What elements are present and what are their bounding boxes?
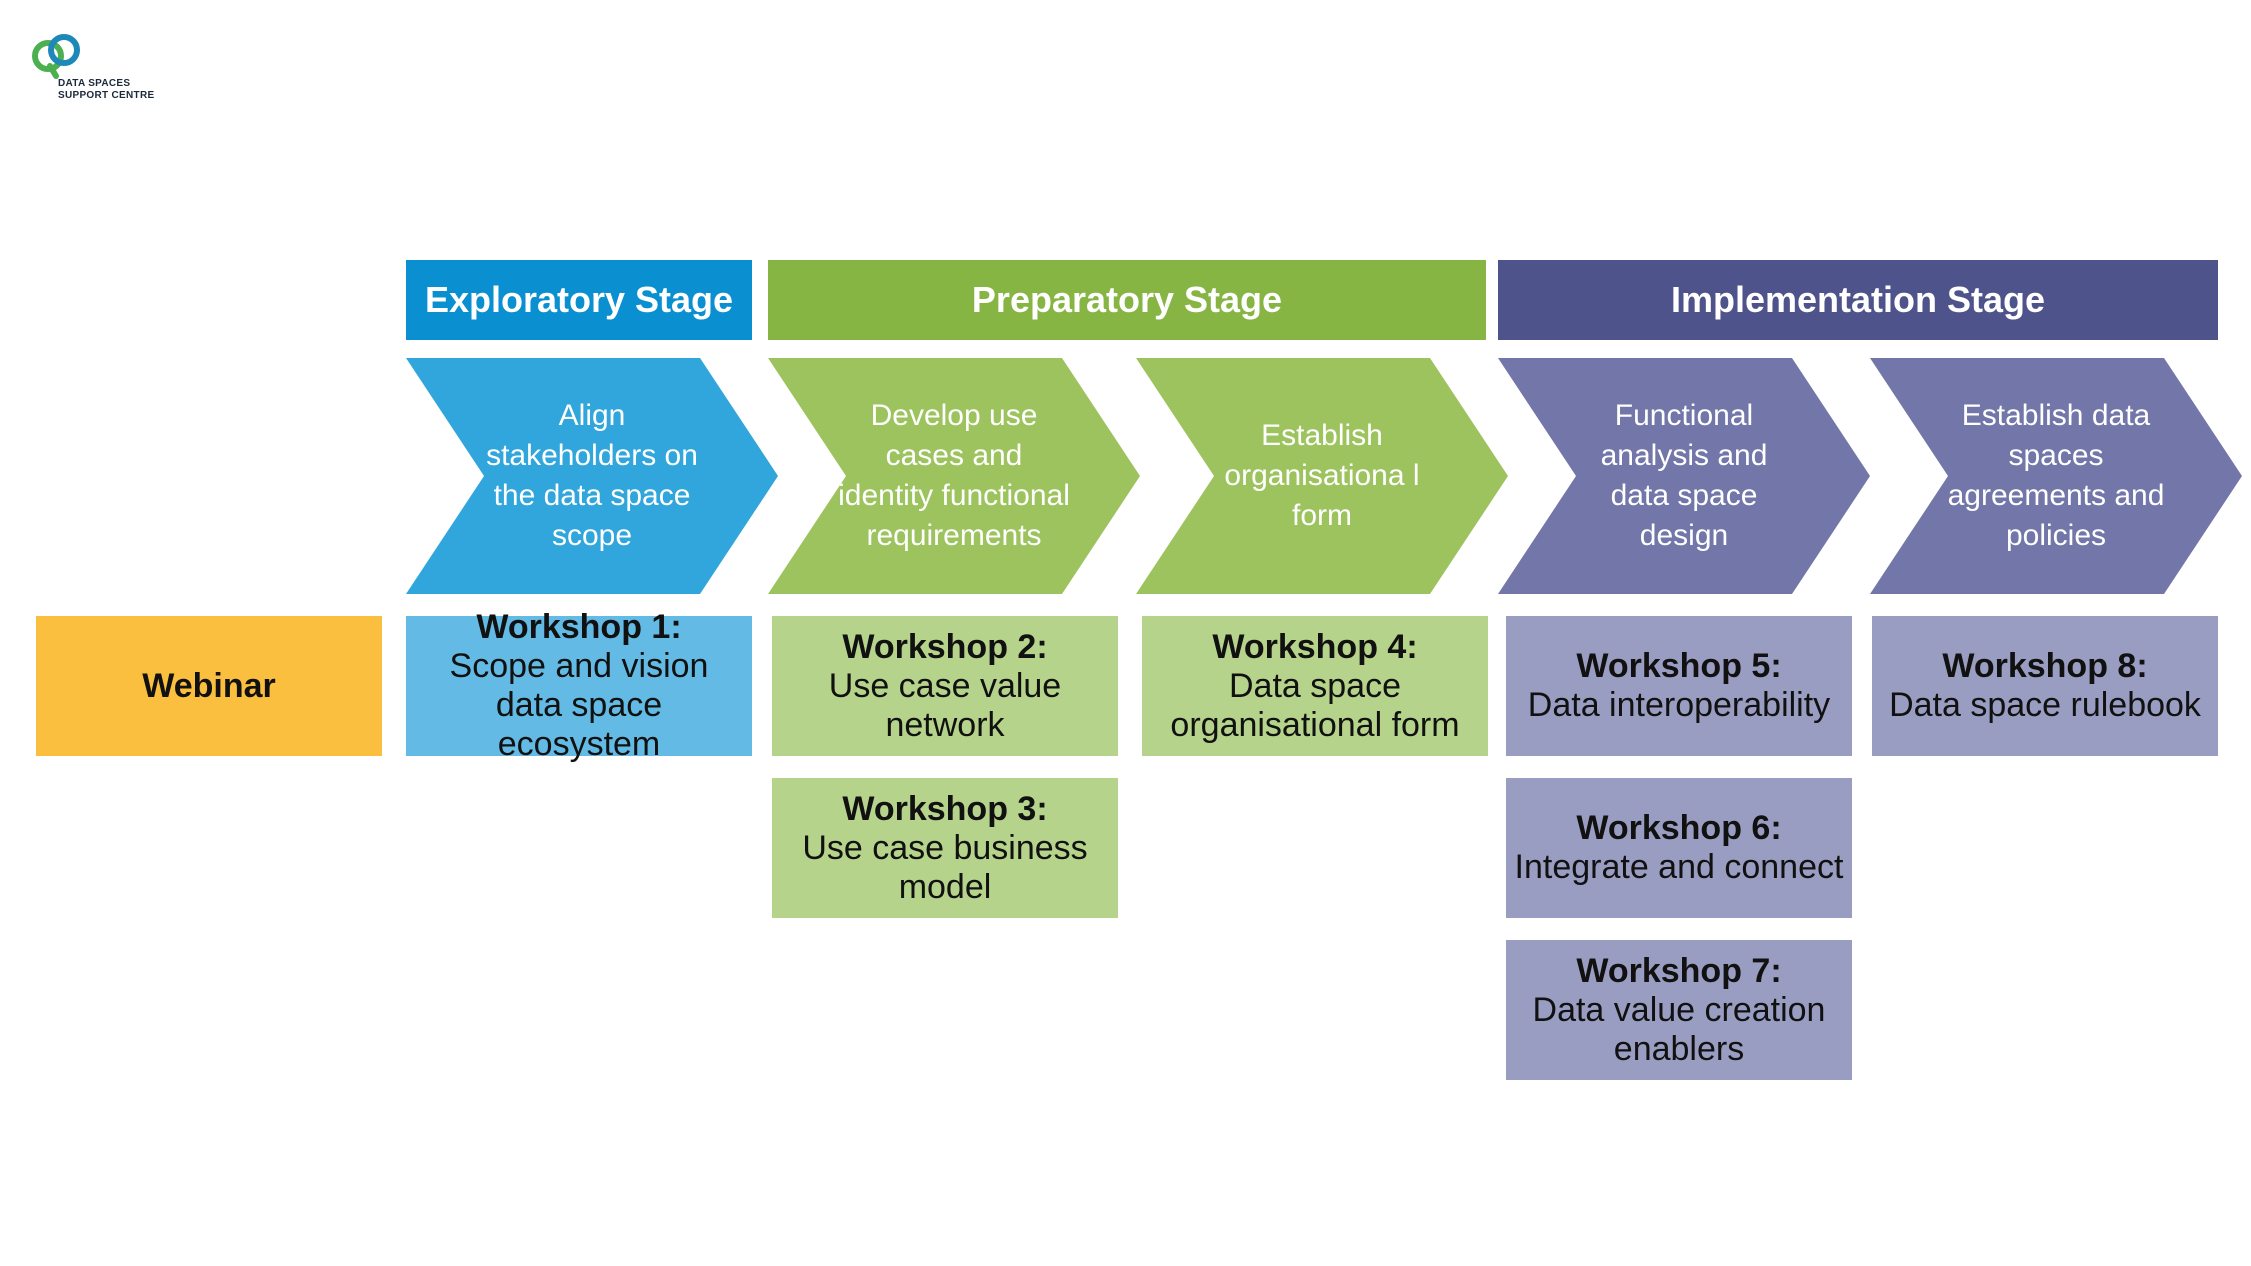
- workshop-5-title: Workshop 5:: [1576, 647, 1782, 685]
- step-label-4: Functional analysis and data space desig…: [1600, 399, 1768, 552]
- logo-line-2: SUPPORT CENTRE: [58, 90, 155, 101]
- workshop-5-desc: Data interoperability: [1527, 686, 1831, 724]
- workshop-6-title: Workshop 6:: [1576, 809, 1782, 847]
- workshop-5-box: Workshop 5: Data interoperability: [1506, 616, 1852, 756]
- chevron-shape: [406, 358, 778, 594]
- logo: DATA SPACES SUPPORT CENTRE: [30, 30, 170, 110]
- workshop-8-title: Workshop 8:: [1942, 647, 2148, 685]
- step-label-2: Develop use cases and identity functiona…: [838, 399, 1070, 552]
- workshop-2-title: Workshop 2:: [842, 627, 1048, 666]
- webinar-box: Webinar: [36, 616, 382, 756]
- workshop-1-box: Workshop 1: Scope and vision data space …: [406, 608, 752, 763]
- workshop-3-title: Workshop 3:: [842, 789, 1048, 828]
- workshop-4-box: Workshop 4: Data space organisational fo…: [1142, 616, 1488, 756]
- stage-header-implementation-label: Implementation Stage: [1670, 279, 2046, 320]
- workshop-7-desc: Data value creation enablers: [1532, 990, 1826, 1068]
- step-chevron-2: Develop use cases and identity functiona…: [768, 358, 1140, 594]
- workshop-1-title: Workshop 1:: [476, 608, 682, 646]
- workshop-7-title: Workshop 7:: [1576, 951, 1782, 990]
- logo-line-1: DATA SPACES: [58, 78, 131, 89]
- workshop-3-box: Workshop 3: Use case business model: [772, 778, 1118, 918]
- step-chevron-5: Establish data spaces agreements and pol…: [1870, 358, 2242, 594]
- stage-header-exploratory: Exploratory Stage: [406, 260, 752, 340]
- step-label-1: Align stakeholders on the data space sco…: [486, 399, 698, 552]
- stage-header-preparatory: Preparatory Stage: [768, 260, 1486, 340]
- workshop-6-box: Workshop 6: Integrate and connect: [1506, 778, 1852, 918]
- chevron-shape: [1870, 358, 2242, 594]
- step-label-5: Establish data spaces agreements and pol…: [1947, 399, 2165, 552]
- stage-header-exploratory-label: Exploratory Stage: [424, 279, 734, 320]
- webinar-label: Webinar: [142, 666, 276, 705]
- workshop-8-box: Workshop 8: Data space rulebook: [1872, 616, 2218, 756]
- workshop-4-title: Workshop 4:: [1212, 627, 1418, 666]
- step-chevron-1: Align stakeholders on the data space sco…: [406, 358, 778, 594]
- workshop-2-desc: Use case value network: [828, 666, 1062, 744]
- workshop-8-desc: Data space rulebook: [1889, 686, 2201, 724]
- workshop-6-desc: Integrate and connect: [1514, 848, 1844, 886]
- workshop-4-desc: Data space organisational form: [1170, 666, 1460, 744]
- stage-header-preparatory-label: Preparatory Stage: [971, 279, 1283, 320]
- chevron-shape: [1136, 358, 1508, 594]
- logo-text: DATA SPACES SUPPORT CENTRE: [58, 78, 154, 102]
- chevron-shape: [768, 358, 1140, 594]
- dssc-logo-icon: [32, 34, 80, 79]
- workshop-2-box: Workshop 2: Use case value network: [772, 616, 1118, 756]
- workshop-1-desc: Scope and vision data space ecosystem: [449, 647, 709, 763]
- step-label-3: Establish organisationa l form: [1224, 419, 1420, 532]
- chevron-shape: [1498, 358, 1870, 594]
- stage-header-implementation: Implementation Stage: [1498, 260, 2218, 340]
- step-chevron-3: Establish organisationa l form: [1136, 358, 1508, 594]
- workshop-3-desc: Use case business model: [802, 828, 1088, 906]
- workshop-7-box: Workshop 7: Data value creation enablers: [1506, 940, 1852, 1080]
- step-chevron-4: Functional analysis and data space desig…: [1498, 358, 1870, 594]
